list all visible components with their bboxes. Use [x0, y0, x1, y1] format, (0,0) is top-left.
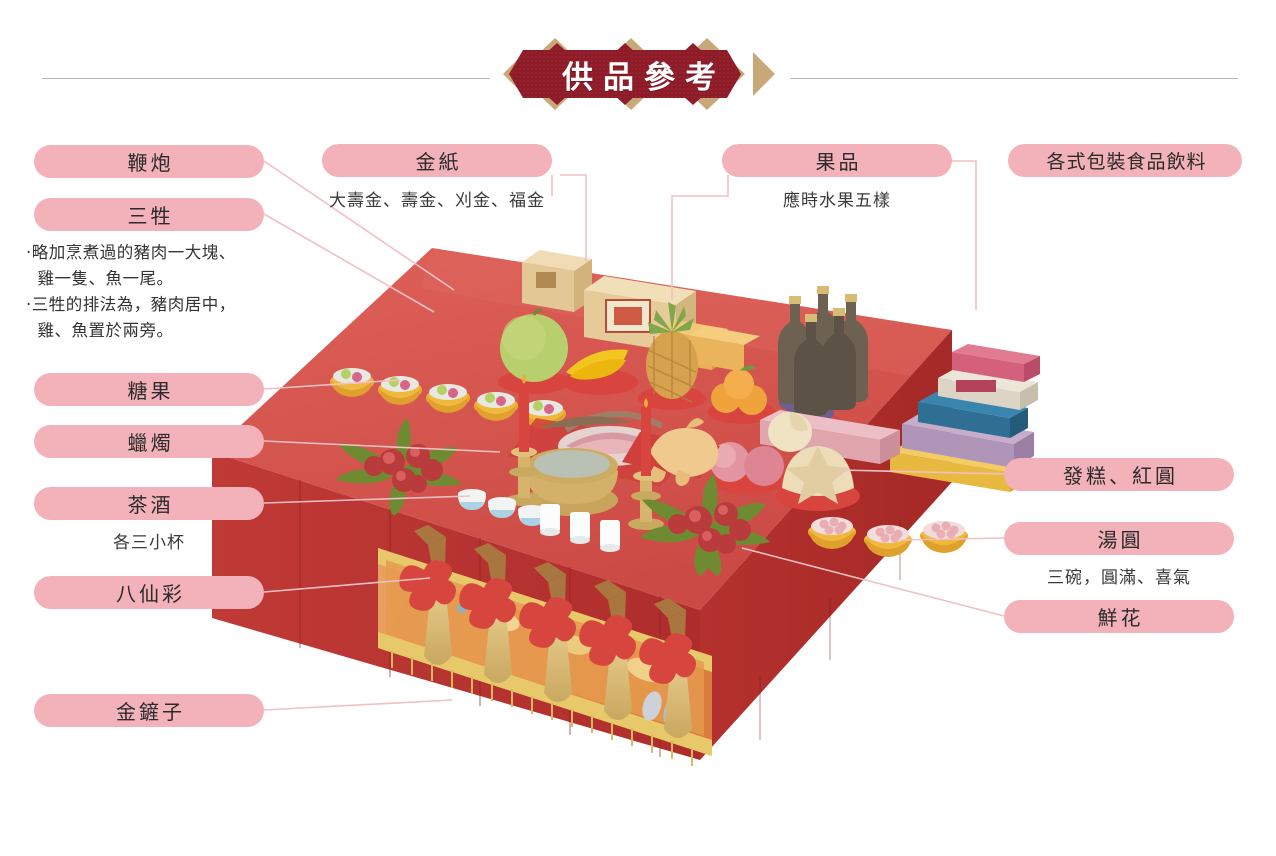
label-candles[interactable]: 蠟燭	[34, 425, 264, 458]
golden-shovels-art	[399, 525, 696, 738]
sub-tangyuan: 三碗，圓滿、喜氣	[1047, 568, 1191, 588]
title-rule-right	[790, 78, 1238, 79]
packaged-goods-art	[760, 344, 1040, 492]
note-three-sacrifices: ·略加烹煮過的豬肉一大塊、 雞一隻、魚一尾。 ·三牲的排法為，豬肉居中， 雞、魚…	[26, 243, 236, 340]
sub-tea-and-wine: 各三小杯	[113, 533, 185, 553]
label-packaged-food-drinks[interactable]: 各式包裝食品飲料	[1008, 144, 1242, 177]
wine-bottles-art	[778, 286, 868, 416]
fresh-flowers-art	[336, 418, 770, 576]
label-joss-paper[interactable]: 金紙	[322, 144, 552, 177]
label-golden-shovels[interactable]: 金鏟子	[34, 694, 264, 727]
title-rule-left	[42, 78, 490, 79]
label-candy[interactable]: 糖果	[34, 373, 264, 406]
title-banner: 供品參考	[503, 32, 775, 116]
label-tangyuan[interactable]: 湯圓	[1004, 522, 1234, 555]
label-eight-immortals-banner[interactable]: 八仙彩	[34, 576, 264, 609]
label-fagao-red-round-cake[interactable]: 發糕、紅圓	[1004, 458, 1234, 491]
sub-fruits: 應時水果五樣	[783, 191, 891, 211]
sub-joss-paper: 大壽金、壽金、刈金、福金	[329, 191, 545, 211]
censer-art	[526, 448, 618, 516]
label-three-sacrifices[interactable]: 三牲	[34, 198, 264, 231]
label-firecrackers[interactable]: 鞭炮	[34, 145, 264, 178]
label-fresh-flowers[interactable]: 鮮花	[1004, 600, 1234, 633]
page-title: 供品參考	[562, 59, 726, 96]
tea-wine-cups-art	[458, 489, 620, 552]
label-fruits[interactable]: 果品	[722, 144, 952, 177]
label-tea-and-wine[interactable]: 茶酒	[34, 487, 264, 520]
fagao-art	[768, 412, 860, 511]
